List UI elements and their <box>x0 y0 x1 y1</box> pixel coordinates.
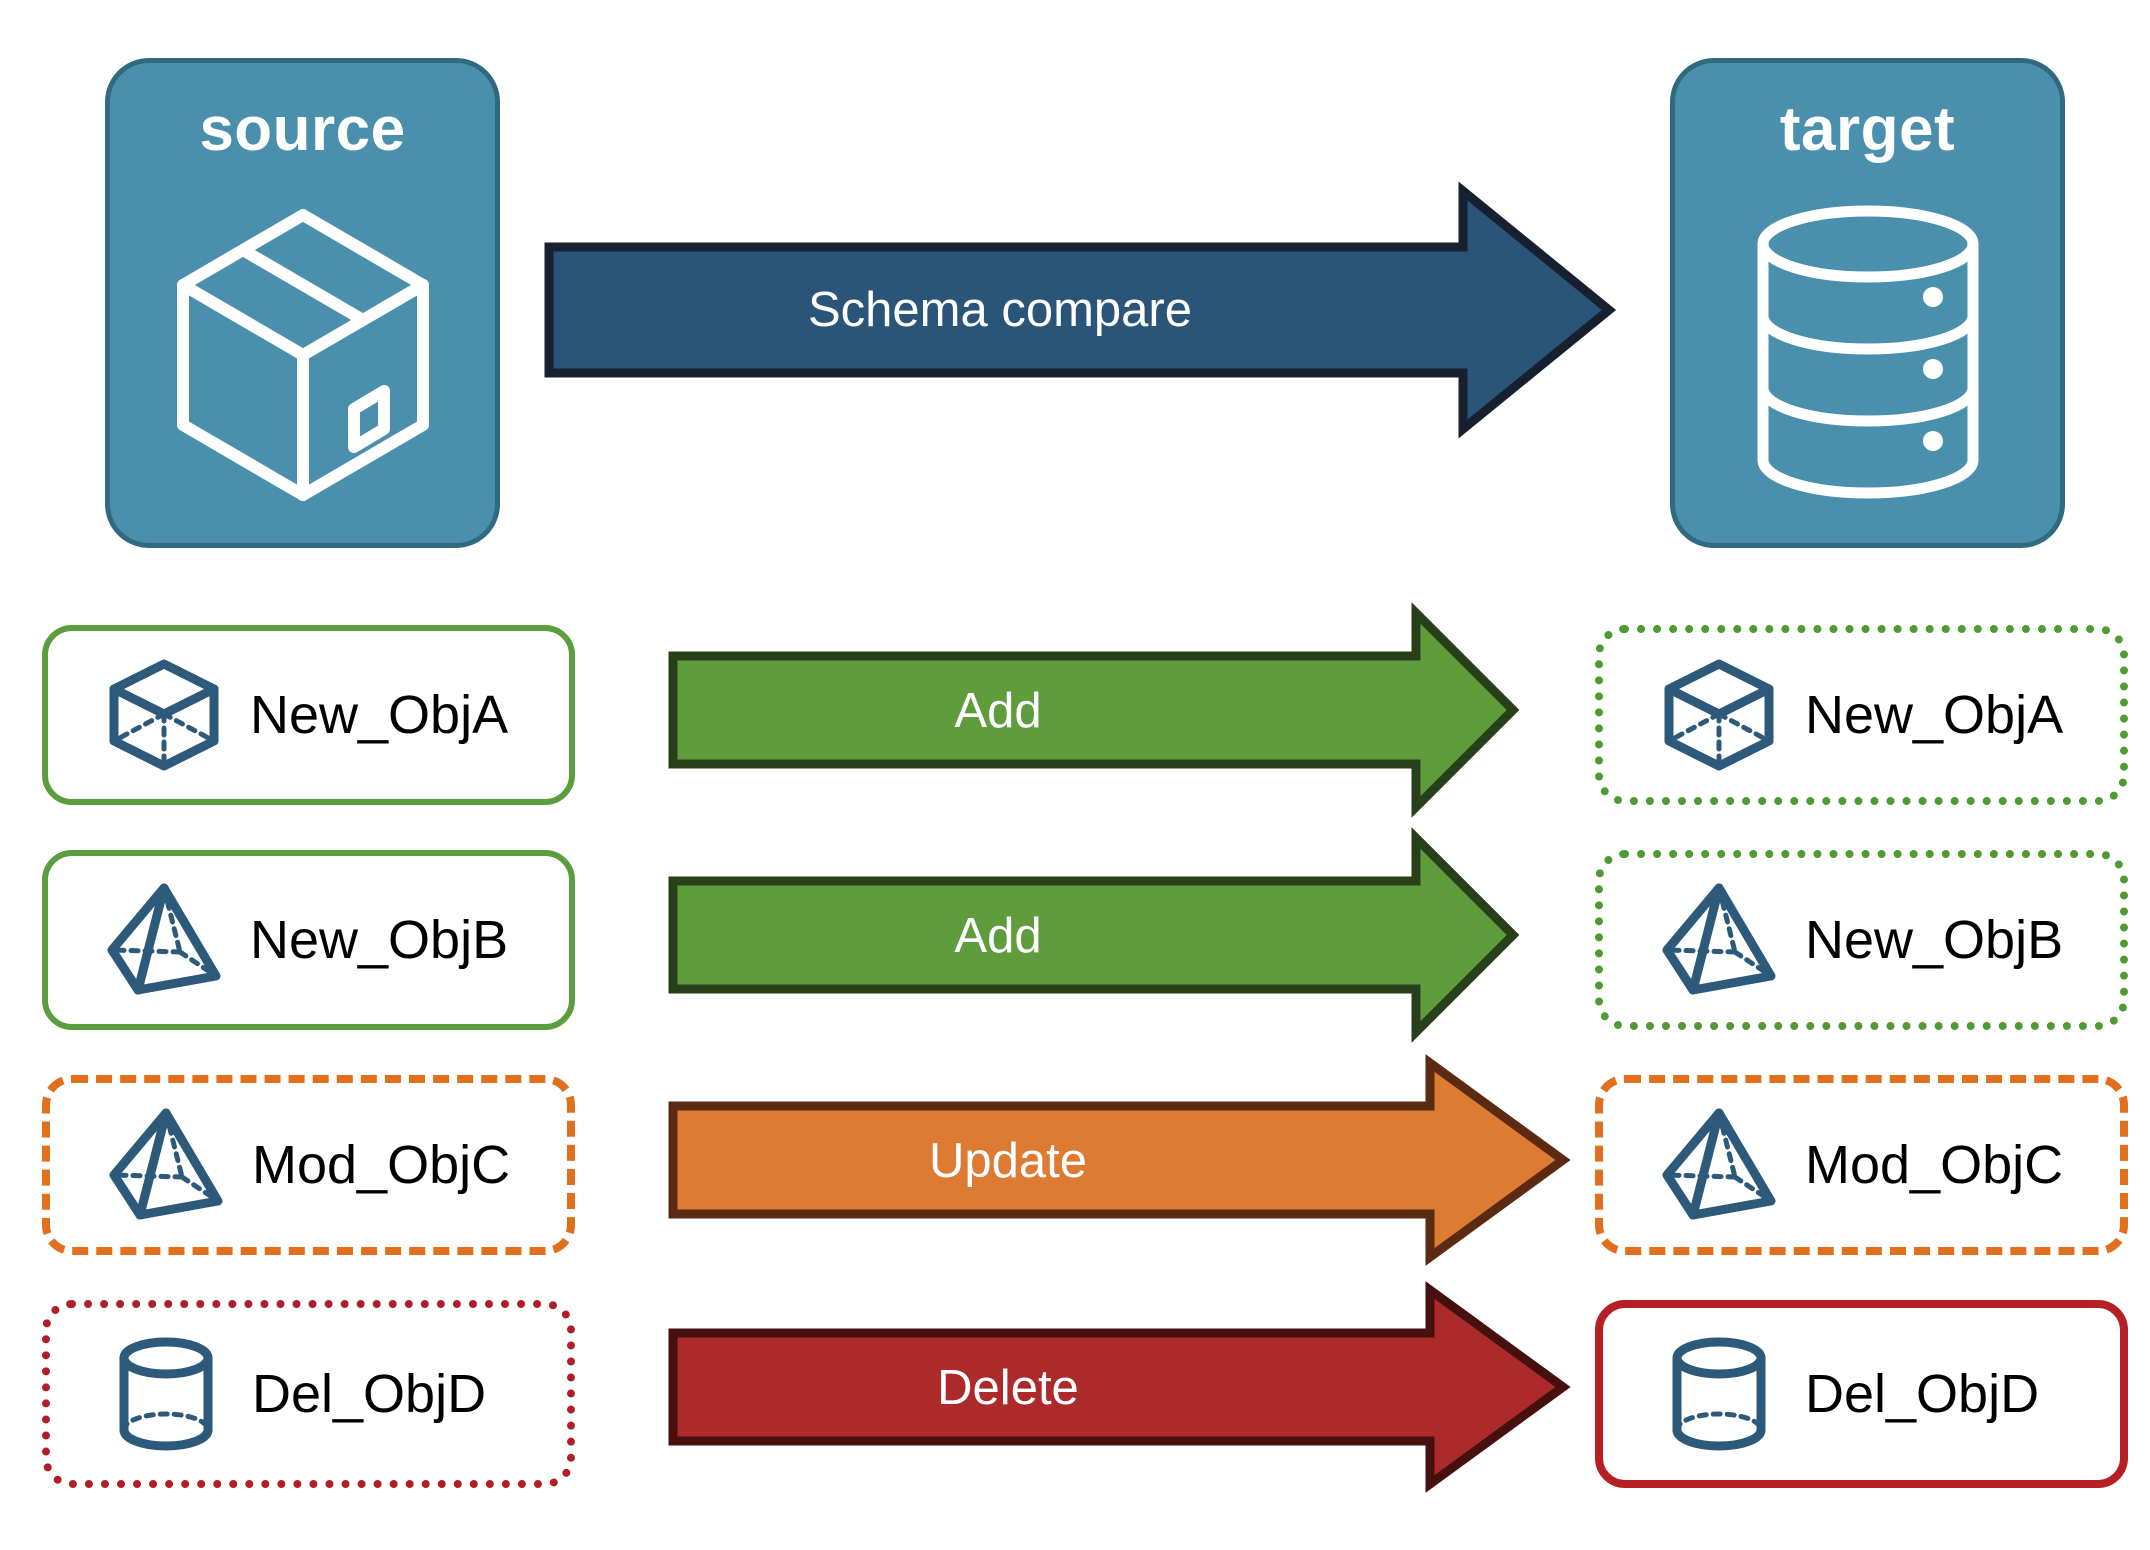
target-object-card[interactable]: Del_ObjD <box>1595 1300 2128 1488</box>
source-object-card[interactable]: New_ObjA <box>42 625 575 805</box>
source-object-label: Del_ObjD <box>252 1364 487 1424</box>
target-object-label: New_ObjA <box>1805 685 2064 745</box>
target-object-label: Del_ObjD <box>1805 1364 2040 1424</box>
source-object-label: Mod_ObjC <box>252 1135 511 1195</box>
target-object-card[interactable]: New_ObjB <box>1595 850 2128 1030</box>
wireframe-cube-icon <box>104 655 224 775</box>
target-object-card[interactable]: Mod_ObjC <box>1595 1075 2128 1255</box>
add-action-arrow: Add <box>668 827 1520 1043</box>
target-endpoint-card: target <box>1670 58 2065 548</box>
wireframe-cylinder-icon <box>1659 1334 1779 1454</box>
target-object-label: New_ObjB <box>1805 910 2064 970</box>
source-endpoint-title: source <box>199 95 406 164</box>
wireframe-cube-icon <box>1659 655 1779 775</box>
source-object-card[interactable]: Del_ObjD <box>42 1300 575 1488</box>
source-object-label: New_ObjA <box>250 685 509 745</box>
wireframe-cylinder-icon <box>106 1334 226 1454</box>
wireframe-pyramid-icon <box>1659 880 1779 1000</box>
package-box-icon <box>110 161 495 543</box>
target-object-card[interactable]: New_ObjA <box>1595 625 2128 805</box>
wireframe-pyramid-icon <box>1659 1105 1779 1225</box>
wireframe-pyramid-icon <box>104 880 224 1000</box>
wireframe-pyramid-icon <box>106 1105 226 1225</box>
source-object-label: New_ObjB <box>250 910 509 970</box>
update-action-arrow: Update <box>668 1054 1571 1266</box>
delete-action-arrow: Delete <box>668 1281 1571 1493</box>
source-endpoint-card: source <box>105 58 500 548</box>
target-object-label: Mod_ObjC <box>1805 1135 2064 1195</box>
schema-compare-arrow: Schema compare <box>544 181 1617 439</box>
target-endpoint-title: target <box>1779 95 1956 164</box>
database-cylinder-icon <box>1675 161 2060 543</box>
add-action-arrow: Add <box>668 602 1520 818</box>
source-object-card[interactable]: New_ObjB <box>42 850 575 1030</box>
source-object-card[interactable]: Mod_ObjC <box>42 1075 575 1255</box>
